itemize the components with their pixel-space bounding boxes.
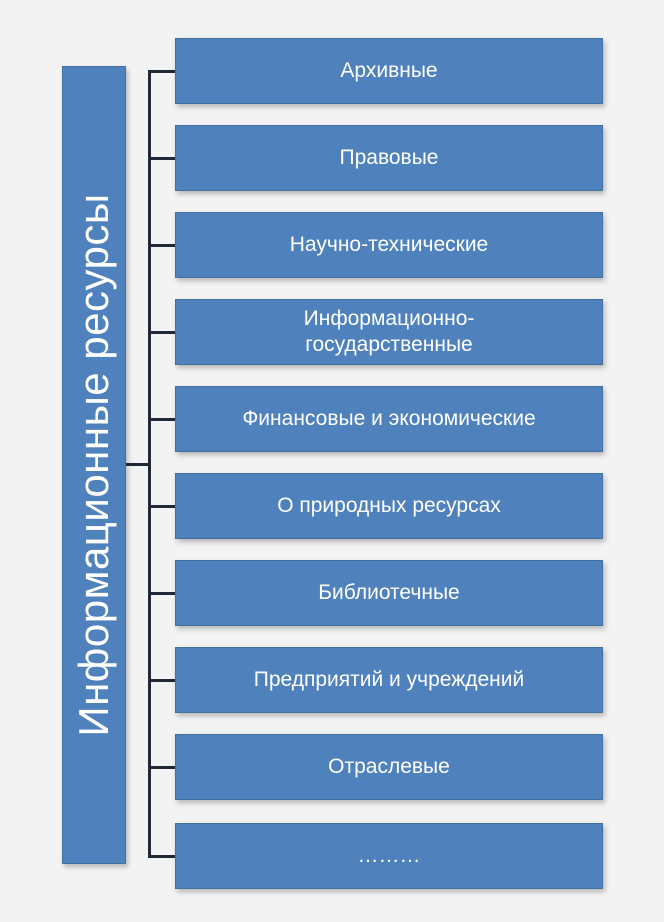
connector-spine: [148, 70, 151, 858]
connector-branch-1: [148, 70, 175, 73]
connector-branch-7: [148, 592, 175, 595]
connector-branch-9: [148, 766, 175, 769]
category-label: Финансовые и экономические: [242, 406, 536, 430]
root-label: Информационные ресурсы: [70, 193, 117, 737]
category-label: Предприятий и учреждений: [253, 667, 525, 691]
connector-branch-10: [148, 855, 175, 858]
category-label: Правовые: [339, 145, 439, 169]
connector-root-stub: [126, 463, 150, 466]
category-label: ………: [357, 843, 421, 867]
category-legal: Правовые: [175, 125, 603, 191]
category-sectoral: Отраслевые: [175, 734, 603, 800]
category-label: Архивные: [340, 58, 438, 82]
category-natural-resources: О природных ресурсах: [175, 473, 603, 539]
root-box: Информационные ресурсы: [62, 66, 126, 864]
connector-branch-8: [148, 679, 175, 682]
category-more: ………: [175, 823, 603, 889]
connector-branch-5: [148, 418, 175, 421]
connector-branch-6: [148, 505, 175, 508]
category-scientific-technical: Научно-технические: [175, 212, 603, 278]
category-label: Библиотечные: [318, 580, 460, 604]
category-label: Отраслевые: [328, 754, 450, 778]
connector-branch-4: [148, 331, 175, 334]
category-library: Библиотечные: [175, 560, 603, 626]
category-label: Научно-технические: [289, 232, 489, 256]
category-information-state: Информационно-государственные: [175, 299, 603, 365]
category-enterprises-institutions: Предприятий и учреждений: [175, 647, 603, 713]
category-financial-economic: Финансовые и экономические: [175, 386, 603, 452]
connector-branch-3: [148, 244, 175, 247]
category-archive: Архивные: [175, 38, 603, 104]
category-label: Информационно-государственные: [303, 306, 475, 356]
connector-branch-2: [148, 157, 175, 160]
category-label: О природных ресурсах: [277, 493, 501, 517]
